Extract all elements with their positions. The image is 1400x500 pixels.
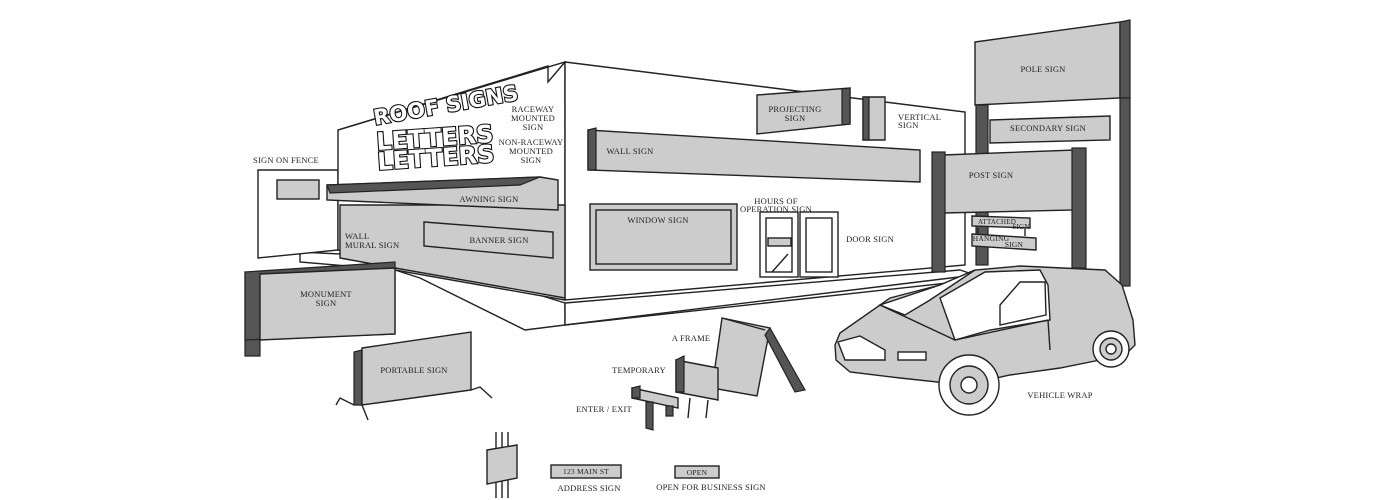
window-sign-panel: [589, 203, 738, 271]
raceway-label: SIGN: [523, 122, 544, 132]
awning-sign-label: AWNING SIGN: [460, 194, 519, 204]
sign-on-fence-label: SIGN ON FENCE: [253, 155, 319, 165]
a-frame-label: A FRAME: [672, 333, 710, 343]
raceway-label: MOUNTED: [511, 113, 555, 123]
address-sign: [486, 432, 622, 498]
address-plate-text: 123 MAIN ST: [563, 467, 609, 476]
nonraceway-label: MOUNTED: [509, 146, 553, 156]
address-plate: [550, 464, 622, 479]
sidewalk: [299, 251, 976, 331]
hours-label: OPERATION SIGN: [740, 204, 812, 214]
projecting-label: PROJECTING: [768, 104, 821, 114]
hours-label: HOURS OF: [754, 196, 797, 206]
portable-sign-label: PORTABLE SIGN: [380, 365, 447, 375]
raceway-label: RACEWAY: [512, 104, 555, 114]
window-sign-label: WINDOW SIGN: [627, 215, 688, 225]
vehicle: [834, 265, 1136, 416]
vertical-label: VERTICAL: [898, 112, 941, 122]
portable-sign: [335, 331, 493, 421]
post-sign: [931, 147, 1087, 273]
hours-plate: [767, 237, 792, 247]
temporary-label: TEMPORARY: [612, 365, 666, 375]
hanging-label: HANGING: [973, 234, 1010, 243]
wall-mural-label: MURAL SIGN: [345, 240, 399, 250]
wall-mural-label: WALL: [345, 231, 369, 241]
secondary-sign-panel: [989, 115, 1111, 144]
monument-label: SIGN: [316, 298, 337, 308]
enter-exit-label: ENTER / EXIT: [576, 404, 632, 414]
attached-sign-panel: [971, 215, 1031, 229]
a-frame-sign: [711, 317, 806, 397]
door-sign-label: DOOR SIGN: [846, 234, 894, 244]
hanging-sign-panel: [971, 233, 1037, 251]
post-sign-label: POST SIGN: [969, 170, 1013, 180]
fence-sign-panel: [276, 179, 320, 200]
nonraceway-label: SIGN: [521, 155, 542, 165]
banner-sign-panel: [423, 221, 554, 259]
address-sign-label: ADDRESS SIGN: [557, 483, 620, 493]
fence: [257, 169, 339, 259]
labels: RACEWAY MOUNTED SIGN NON-RACEWAY MOUNTED…: [253, 64, 1092, 493]
monument-label: MONUMENT: [300, 289, 352, 299]
secondary-sign-label: SECONDARY SIGN: [1010, 123, 1086, 133]
enter-exit-sign: [631, 385, 679, 431]
pole-sign-label: POLE SIGN: [1020, 64, 1065, 74]
door: [759, 211, 839, 278]
building: [326, 61, 966, 301]
attached-label: SIGN: [1012, 223, 1029, 231]
vehicle-wrap-label: VEHICLE WRAP: [1027, 390, 1092, 400]
open-sign-label: OPEN FOR BUSINESS SIGN: [656, 482, 766, 492]
hanging-label: SIGN: [1005, 240, 1024, 249]
nonraceway-label: NON-RACEWAY: [499, 137, 564, 147]
temporary-sign: [675, 355, 719, 419]
attached-label: ATTACHED: [978, 218, 1016, 226]
banner-sign-label: BANNER SIGN: [469, 235, 528, 245]
projecting-label: SIGN: [785, 113, 806, 123]
open-plate: [674, 465, 720, 479]
vertical-label: SIGN: [898, 120, 919, 130]
monument-sign: [244, 261, 396, 357]
wall-sign-label: WALL SIGN: [606, 146, 653, 156]
open-plate-text: OPEN: [687, 468, 708, 477]
